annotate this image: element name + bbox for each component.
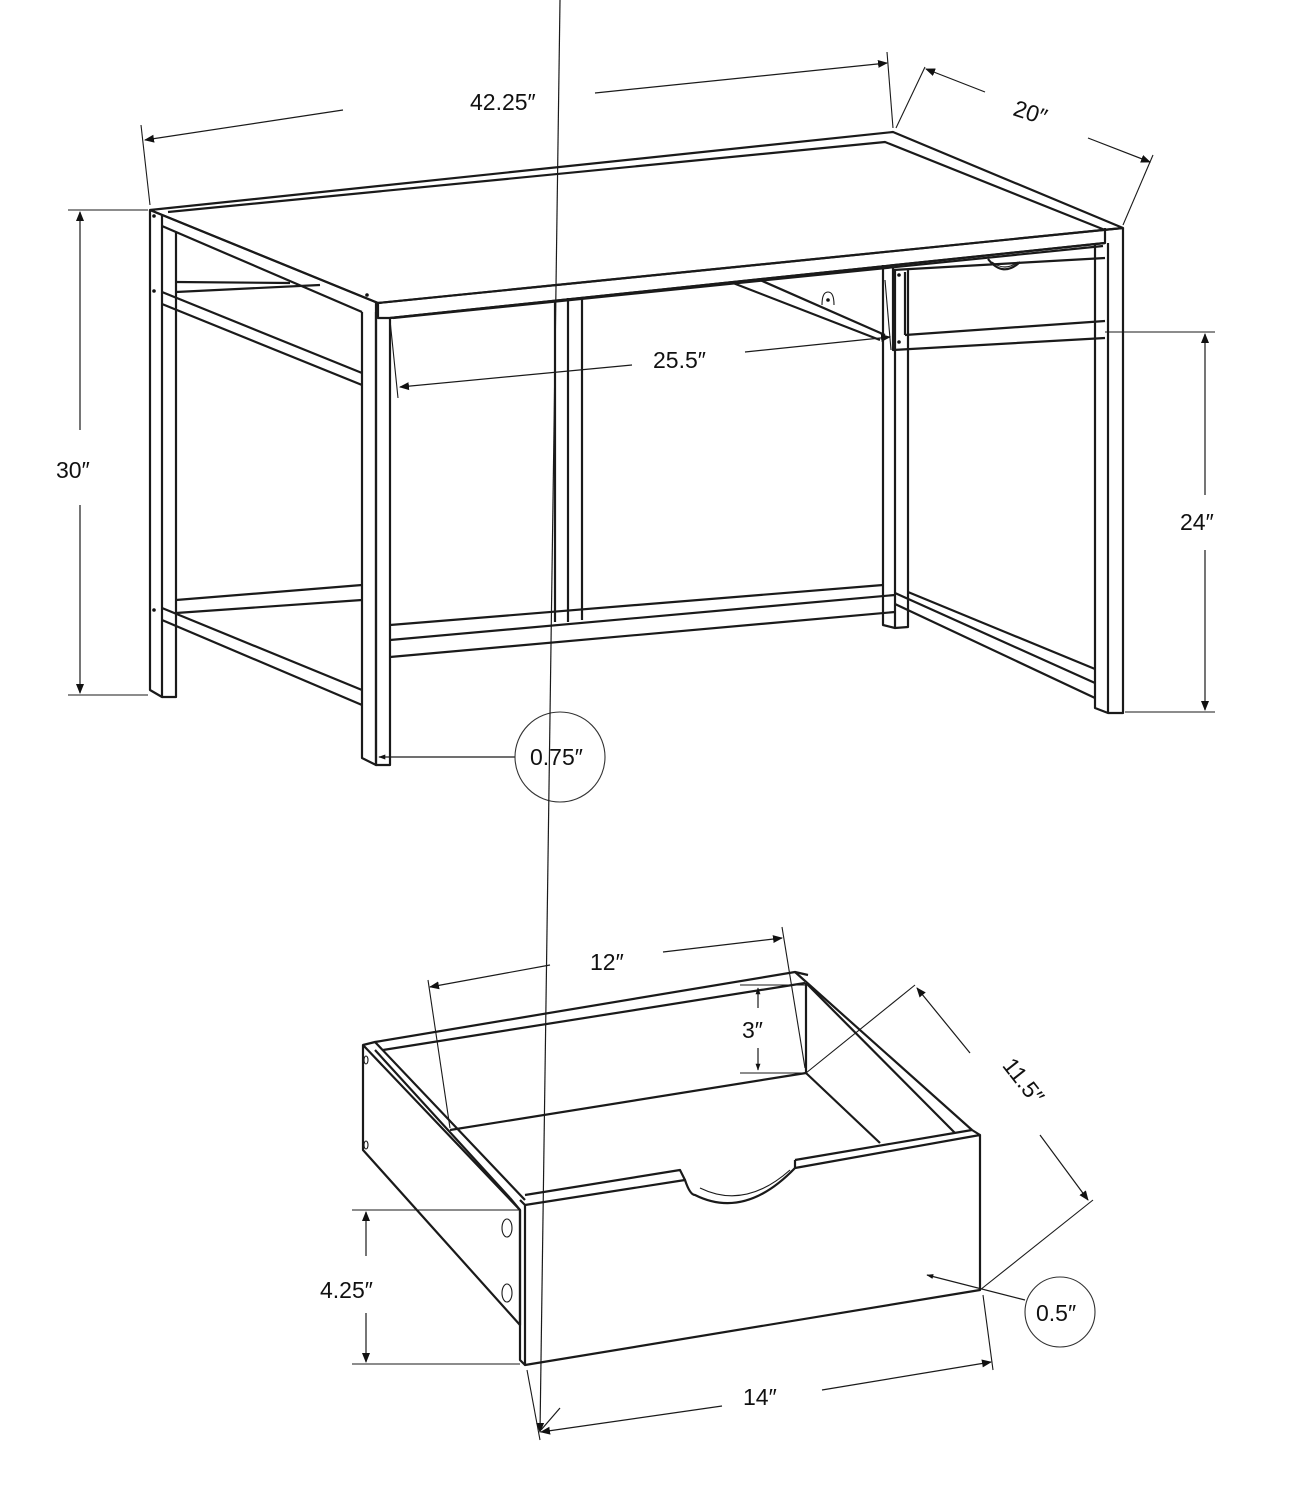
drawer-front-thickness-label: 0.5″ (1036, 1300, 1076, 1326)
drawer-depth-label: 11.5″ (998, 1053, 1050, 1109)
desk-width-label: 42.25″ (470, 89, 536, 115)
knee-width-label: 25.5″ (653, 347, 706, 373)
desk-dimensions: 42.25″ 20″ 30″ 25.5″ 24″ 0.75″ (56, 51, 1215, 803)
leg-thickness-callout (514, 711, 606, 803)
desk-drawing (148, 130, 1125, 767)
knee-height-label: 24″ (1180, 509, 1214, 535)
drawer-inner-width-label: 12″ (590, 949, 624, 975)
desk-height-label: 30″ (56, 457, 90, 483)
drawer-inner-height-label: 3″ (742, 1017, 763, 1043)
drawer-drawing (361, 970, 982, 1367)
drawer-dimensions: 12″ 3″ 11.5″ 4.25″ 14″ 0.5″ (320, 0, 1096, 1441)
drawer-front-height-label: 4.25″ (320, 1277, 373, 1303)
drawer-front-width-label: 14″ (743, 1384, 777, 1410)
leg-thickness-label: 0.75″ (530, 744, 583, 770)
desk-depth-label: 20″ (1010, 95, 1050, 130)
front-thickness-callout (1024, 1276, 1096, 1348)
